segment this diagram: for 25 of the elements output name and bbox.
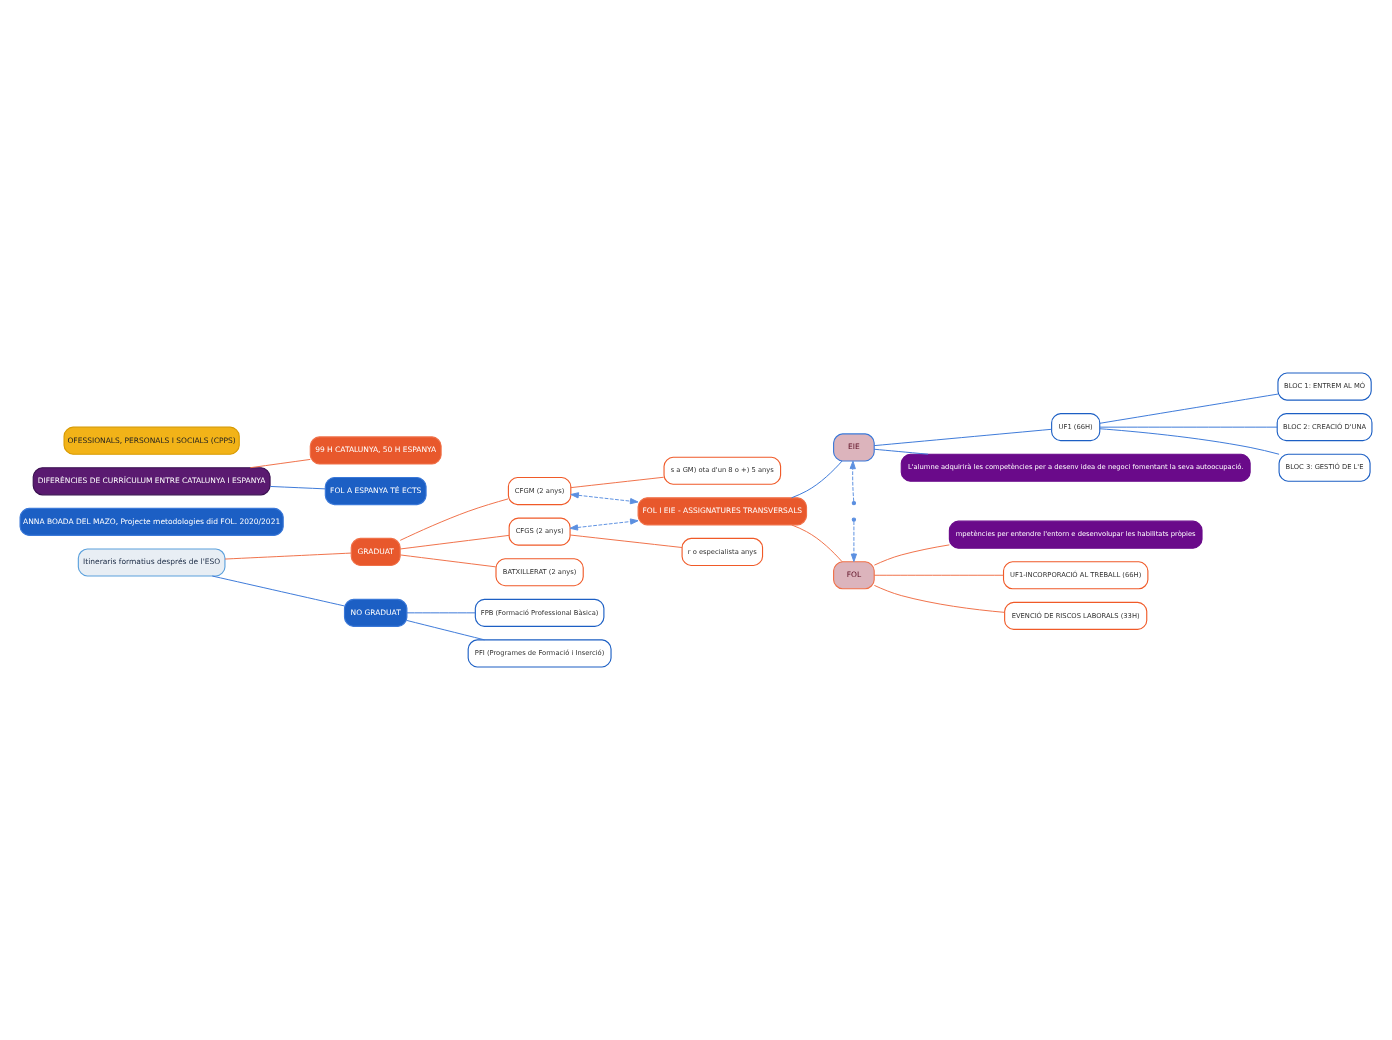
connector <box>224 552 352 560</box>
connector <box>1099 393 1279 424</box>
connector <box>791 460 843 499</box>
arrow <box>850 520 857 563</box>
connector <box>1099 426 1278 428</box>
connector <box>406 612 476 614</box>
connector <box>873 584 1006 613</box>
connector <box>399 534 510 550</box>
arrow <box>569 518 639 531</box>
connector <box>1099 428 1280 455</box>
connector <box>791 524 843 563</box>
connector <box>873 428 1052 447</box>
connector <box>873 574 1004 576</box>
connector <box>570 476 665 489</box>
arrow <box>849 460 856 502</box>
connector <box>873 448 929 455</box>
connector <box>569 534 683 548</box>
connector <box>399 498 509 541</box>
arrow <box>570 492 639 505</box>
connector <box>249 458 311 469</box>
connector <box>873 544 950 566</box>
connector <box>406 620 485 641</box>
connector <box>269 485 326 490</box>
connector <box>211 575 345 607</box>
connector <box>399 554 497 568</box>
